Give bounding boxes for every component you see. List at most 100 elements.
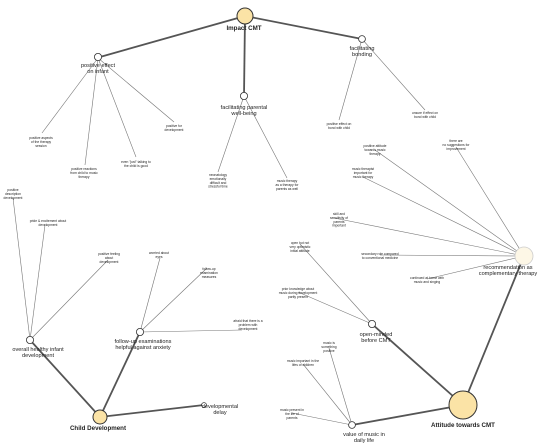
label-line: from child to music [70,171,98,175]
label-line: unsure if effect on [412,111,438,115]
label-line: music therapist [352,167,374,171]
edge-value-parents [291,412,353,426]
edge-rec-therapist [362,176,525,257]
label-line: secondary role compared [361,252,398,256]
edge-pos-effect-reactions [84,57,99,166]
node-marker-child-dev[interactable] [92,409,108,425]
node-marker-fac-parental[interactable] [239,92,248,101]
label-line: as a therapy for [276,183,300,187]
edge-fac-parental-neonatology [217,95,245,173]
node-marker-pos-effect[interactable] [94,53,103,62]
edge-fac-bonding-effect-bond [338,38,363,121]
label-line: difficult and [210,181,227,185]
label-line: session [35,144,46,148]
label-line: music important in the [287,359,319,363]
edge-open-prior [297,291,373,325]
label-line: on infant [87,69,109,75]
label-line: positive aspects [29,136,53,140]
label-line: positive for [166,124,183,128]
label-line: before CMT [361,338,391,344]
label-line: development [100,260,119,264]
label-line: value of music in [343,432,385,438]
label-line: therapy [370,152,381,156]
label-line: something [321,345,336,349]
edge-impact-fac-bonding [244,15,363,40]
node-marker-overall-healthy[interactable] [25,335,34,344]
label-line: partly present [288,295,308,299]
label-line: skill and [333,212,345,216]
node-marker-dev-delay[interactable] [201,402,207,408]
label-line: positive reactions [71,167,97,171]
label-line: follow-up [202,267,215,271]
edge-attitude-value-music [351,404,464,426]
label-line: stressful time [208,185,228,189]
edge-attitude-recommendation [462,255,525,406]
node-marker-value-music[interactable] [348,421,356,429]
edge-follow-up-afraid [139,329,243,333]
label-line: positive effect [81,63,116,69]
edge-rec-pos-attitude [374,149,525,257]
label-line: delay [213,410,227,416]
label-line: positive [323,349,334,353]
label-attitude: Attitude towards CMT [431,422,495,429]
node-marker-fac-bonding[interactable] [358,35,366,43]
node-marker-open-minded[interactable] [367,319,376,328]
edge-follow-up-worried [139,257,161,333]
label-line: positive effect on [327,122,352,126]
label-line: of the therapy [31,140,52,144]
label-line: examination [200,271,218,275]
edge-rec-no-suggest [455,146,525,257]
edges-layer [12,15,525,426]
edge-overall-pos-feeling [29,259,109,341]
node-marker-impact[interactable] [236,7,254,25]
label-line: development [4,196,23,200]
node-marker-recommendation[interactable] [514,246,534,266]
label-line: important for [354,171,373,175]
label-line: positive attitude [364,144,387,148]
label-line: music therapy [277,179,298,183]
edge-pos-effect-for-dev [97,57,175,123]
label-line: music therapy [353,175,374,179]
edge-pos-effect-just-talking [97,57,137,158]
edge-follow-up-measures [139,267,208,333]
label-line: there are [449,139,462,143]
label-line: well-being [230,111,256,117]
edge-rec-continued [426,255,525,280]
label-line: positive [7,188,18,192]
label-line: music present in [280,408,304,412]
label-line: important [332,224,346,228]
node-marker-follow-up[interactable] [135,327,144,336]
label-line: even "just" talking to [121,160,151,164]
label-line: complementary therapy [479,271,538,277]
label-line: helpful against anxiety [115,345,171,351]
label-line: bond with child [328,126,350,130]
label-line: the child is good [124,164,148,168]
label-line: development [165,128,184,132]
node-marker-attitude[interactable] [448,390,478,420]
label-line: music during development [279,291,318,295]
edge-child-follow-up [99,331,141,418]
